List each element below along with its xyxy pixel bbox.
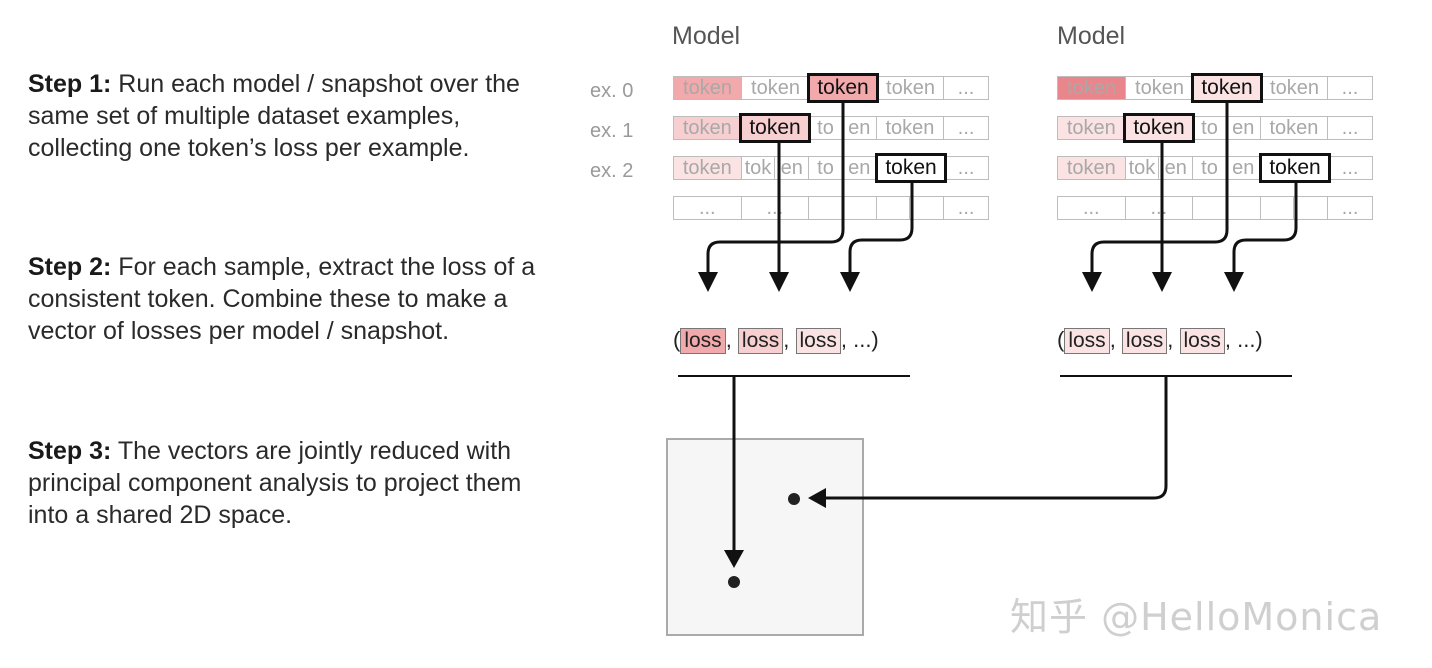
vector-tail: , ...) <box>1224 327 1263 352</box>
model-b-projection-line <box>825 376 1168 500</box>
model-b-arrow-ex-2 <box>1232 183 1298 272</box>
vector-open-paren: ( <box>673 327 681 352</box>
arrowhead <box>1152 272 1172 292</box>
token-cell: ... <box>1341 77 1359 99</box>
loss-box: loss <box>1121 328 1168 354</box>
model-b-projected-point <box>788 493 800 505</box>
token-cell: token <box>674 157 742 179</box>
model-b-selected-token-ex-2: token <box>1259 153 1331 183</box>
model-a-loss-vector: (loss, loss, loss, ...) <box>673 327 879 354</box>
token-cell <box>843 197 877 219</box>
model-b-arrow-ex-0 <box>1090 103 1229 272</box>
pca-2d-space <box>666 438 864 636</box>
arrowhead <box>769 272 789 292</box>
token-cell: token <box>1058 157 1126 179</box>
row-label-ex-0: ex. 0 <box>590 80 634 102</box>
loss-box: loss <box>737 328 784 354</box>
loss-box: loss <box>1179 328 1225 354</box>
step-1-text: Step 1: Run each model / snapshot over t… <box>28 68 558 164</box>
model-b-title: Model <box>1057 22 1126 50</box>
token-cell: ... <box>1341 117 1359 139</box>
arrowhead <box>1224 272 1244 292</box>
step-2-text: Step 2: For each sample, extract the los… <box>28 251 558 347</box>
token-cell: en <box>1159 157 1194 179</box>
token-cell: token <box>674 77 742 99</box>
vector-open-paren: ( <box>1057 327 1065 352</box>
token-cell: tok <box>1126 157 1160 179</box>
arrowhead <box>808 488 826 508</box>
step-3-label: Step 3: <box>28 437 112 465</box>
model-a-arrow-ex-0 <box>706 103 845 272</box>
token-cell: ... <box>957 77 975 99</box>
model-a-selected-token-ex-1: token <box>739 113 811 143</box>
loss-box: loss <box>1064 328 1110 354</box>
token-cell: ... <box>957 197 975 219</box>
token-cell: ... <box>1058 197 1126 219</box>
token-cell: ... <box>957 157 975 179</box>
token-cell: token <box>877 117 945 139</box>
token-cell: ... <box>674 197 742 219</box>
token-cell <box>877 197 911 219</box>
token-cell: ... <box>957 117 975 139</box>
token-cell <box>910 197 945 219</box>
model-a-selected-token-ex-0: token <box>807 73 879 103</box>
model-a-projected-point <box>728 576 740 588</box>
token-cell <box>1294 197 1329 219</box>
arrowhead <box>724 550 744 568</box>
token-cell: token <box>1058 117 1126 139</box>
step-1-body: Run each model / snapshot over the same … <box>28 70 520 162</box>
arrowhead <box>840 272 860 292</box>
model-b-selected-token-ex-0: token <box>1191 73 1263 103</box>
step-3-body: The vectors are jointly reduced with pri… <box>28 437 522 529</box>
vector-tail: , ...) <box>840 327 879 352</box>
token-cell: tok <box>742 157 776 179</box>
model-b-selected-token-ex-1: token <box>1123 113 1195 143</box>
step-2-label: Step 2: <box>28 253 112 281</box>
row-label-ex-1: ex. 1 <box>590 120 634 142</box>
token-cell: token <box>1262 77 1328 99</box>
step-1-label: Step 1: <box>28 70 112 98</box>
model-b-loss-vector: (loss, loss, loss, ...) <box>1057 327 1263 354</box>
token-cell: token <box>878 77 944 99</box>
watermark: 知乎 @HelloMonica <box>1010 595 1383 639</box>
model-a-selected-token-ex-2: token <box>875 153 947 183</box>
token-cell <box>1227 197 1261 219</box>
arrowhead <box>1082 272 1102 292</box>
model-a-arrow-ex-2 <box>848 183 914 272</box>
loss-box: loss <box>680 328 726 354</box>
loss-box: loss <box>795 328 841 354</box>
step-2-body: For each sample, extract the loss of a c… <box>28 253 536 345</box>
token-cell: token <box>674 117 742 139</box>
token-cell: ... <box>1341 157 1359 179</box>
token-cell: en <box>775 157 810 179</box>
token-cell: token <box>1058 77 1126 99</box>
row-label-ex-2: ex. 2 <box>590 160 634 182</box>
token-cell: token <box>1261 117 1329 139</box>
step-3-text: Step 3: The vectors are jointly reduced … <box>28 435 558 531</box>
token-cell <box>1261 197 1295 219</box>
token-cell: ... <box>1341 197 1359 219</box>
arrowhead <box>698 272 718 292</box>
model-a-title: Model <box>672 22 741 50</box>
token-cell: en <box>1227 117 1261 139</box>
model-b-row-more: ... ... ... <box>1057 196 1373 220</box>
token-cell: en <box>843 117 877 139</box>
